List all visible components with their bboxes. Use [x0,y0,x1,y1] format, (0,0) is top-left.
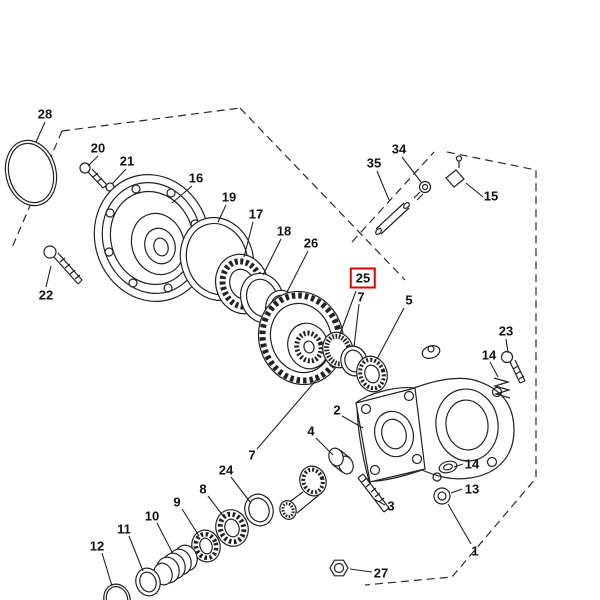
leader-lines [35,121,509,587]
part-drawing-plug-13 [433,487,451,505]
part-drawing-ring-gear [257,290,345,386]
part-label-21[interactable]: 21 [119,153,135,169]
part-drawing-stud-3 [357,473,390,513]
part-label-10[interactable]: 10 [144,508,160,524]
part-drawing-ring-24 [244,493,274,527]
part-label-7-upper[interactable]: 7 [357,289,365,305]
part-label-27[interactable]: 27 [373,565,389,581]
part-drawing-bolt-22 [43,245,83,285]
part-label-17[interactable]: 17 [248,206,264,222]
part-label-26[interactable]: 26 [303,235,319,251]
part-label-18[interactable]: 18 [276,223,292,239]
part-label-34[interactable]: 34 [391,141,407,157]
part-label-13[interactable]: 13 [464,481,480,497]
part-drawing-oring-28 [4,139,58,207]
part-label-28[interactable]: 28 [37,106,53,122]
part-label-1[interactable]: 1 [471,543,479,559]
part-drawing-spring-14-upper [492,377,512,399]
part-label-16[interactable]: 16 [188,170,204,186]
part-label-23[interactable]: 23 [498,323,514,339]
part-drawing-housing [355,345,515,483]
part-label-15[interactable]: 15 [483,188,499,204]
part-drawing-oring-12 [103,583,131,600]
part-label-3[interactable]: 3 [387,498,395,514]
part-label-20[interactable]: 20 [90,140,106,156]
part-drawing-cover-16 [93,174,211,302]
part-drawing-bolt-20 [79,162,108,189]
part-drawing-bearing-9 [191,529,221,563]
part-drawing-bearing-8 [215,509,249,547]
part-drawing-breather-15 [445,155,465,188]
part-drawing-pinion-shaft [279,465,327,520]
part-drawing-seal-5 [356,355,388,393]
part-label-14-lower[interactable]: 14 [464,456,480,472]
part-label-2[interactable]: 2 [333,402,341,418]
part-label-35[interactable]: 35 [366,155,382,171]
part-label-19[interactable]: 19 [221,189,237,205]
part-label-22[interactable]: 22 [38,287,54,303]
part-label-25-highlighted[interactable]: 25 [349,267,377,289]
part-label-4[interactable]: 4 [307,423,315,439]
part-drawing-collar-4 [328,447,354,475]
part-label-24[interactable]: 24 [218,462,234,478]
part-label-12[interactable]: 12 [89,538,105,554]
part-label-7-lower[interactable]: 7 [248,447,256,463]
part-label-5[interactable]: 5 [405,292,413,308]
part-label-8[interactable]: 8 [199,481,207,497]
part-drawing-ring-11 [135,567,161,597]
part-drawing-bolt-23 [500,350,526,384]
part-label-9[interactable]: 9 [173,494,181,510]
part-drawing-fitting-34 [413,180,432,201]
part-label-14-upper[interactable]: 14 [481,347,497,363]
part-label-11[interactable]: 11 [117,521,131,537]
part-drawing-nut-27 [329,559,349,577]
part-drawing-pipe-35 [375,201,410,236]
boundary-dashed-lines [10,107,537,586]
part-drawing-washer-14-lower [438,460,458,474]
